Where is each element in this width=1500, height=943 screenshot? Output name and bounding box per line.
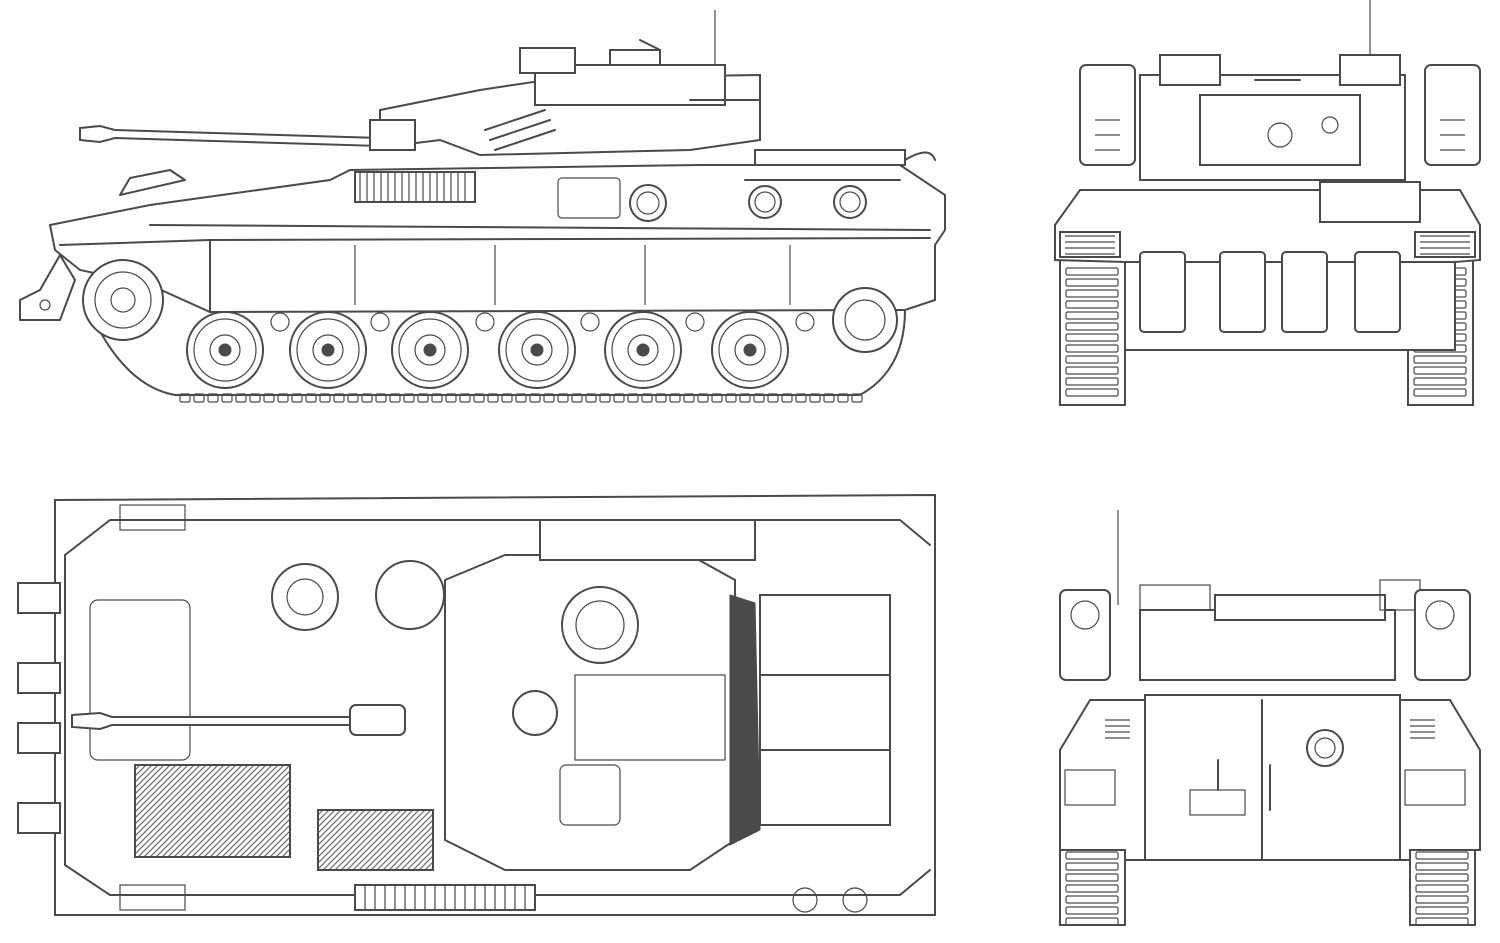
track-link bbox=[655, 393, 667, 403]
track-link bbox=[1413, 377, 1467, 386]
track-link bbox=[193, 393, 205, 403]
rear-view bbox=[1050, 510, 1490, 930]
track-link bbox=[277, 393, 289, 403]
track-link bbox=[1065, 355, 1119, 364]
track-link bbox=[683, 393, 695, 403]
track-link bbox=[263, 393, 275, 403]
side-view bbox=[0, 0, 960, 420]
track-link bbox=[1065, 917, 1119, 926]
track-link bbox=[851, 393, 863, 403]
track-link bbox=[1065, 906, 1119, 915]
track-link bbox=[1065, 333, 1119, 342]
track-link bbox=[1415, 851, 1469, 860]
track-link bbox=[333, 393, 345, 403]
track-link bbox=[529, 393, 541, 403]
track-link bbox=[319, 393, 331, 403]
track-link bbox=[1415, 895, 1469, 904]
track-link bbox=[473, 393, 485, 403]
track-link bbox=[1413, 355, 1467, 364]
track-link bbox=[837, 393, 849, 403]
track-link bbox=[1413, 366, 1467, 375]
track-link bbox=[487, 393, 499, 403]
track-link bbox=[389, 393, 401, 403]
track-link bbox=[1415, 906, 1469, 915]
track-link bbox=[249, 393, 261, 403]
track-link bbox=[739, 393, 751, 403]
track-link bbox=[767, 393, 779, 403]
track-link bbox=[417, 393, 429, 403]
track-link bbox=[641, 393, 653, 403]
track-link bbox=[571, 393, 583, 403]
track-link bbox=[305, 393, 317, 403]
track-link bbox=[711, 393, 723, 403]
track-link bbox=[543, 393, 555, 403]
track-link bbox=[1413, 388, 1467, 397]
track-link bbox=[221, 393, 233, 403]
track-link bbox=[1415, 884, 1469, 893]
track-link bbox=[599, 393, 611, 403]
track-link bbox=[1065, 895, 1119, 904]
track-link bbox=[1065, 311, 1119, 320]
top-view bbox=[0, 485, 960, 930]
track-link bbox=[207, 393, 219, 403]
track-link bbox=[1065, 862, 1119, 871]
front-view bbox=[1050, 0, 1490, 420]
track-link bbox=[347, 393, 359, 403]
track-link bbox=[697, 393, 709, 403]
track-link bbox=[431, 393, 443, 403]
track-link bbox=[1065, 344, 1119, 353]
track-link bbox=[291, 393, 303, 403]
track-link bbox=[1065, 322, 1119, 331]
track-link bbox=[1065, 267, 1119, 276]
track-link bbox=[179, 393, 191, 403]
track-link bbox=[725, 393, 737, 403]
track-link bbox=[823, 393, 835, 403]
track-link bbox=[1415, 873, 1469, 882]
track-link bbox=[375, 393, 387, 403]
track-link bbox=[795, 393, 807, 403]
track-link bbox=[557, 393, 569, 403]
track-link bbox=[1065, 289, 1119, 298]
track-link bbox=[1065, 278, 1119, 287]
track-link bbox=[809, 393, 821, 403]
track-link bbox=[1065, 366, 1119, 375]
track-link bbox=[1065, 884, 1119, 893]
track-link bbox=[235, 393, 247, 403]
track-link bbox=[1415, 862, 1469, 871]
track-link bbox=[1065, 851, 1119, 860]
track-link bbox=[501, 393, 513, 403]
track-link bbox=[361, 393, 373, 403]
track-link bbox=[753, 393, 765, 403]
track-link bbox=[1065, 300, 1119, 309]
track-link bbox=[613, 393, 625, 403]
track-link bbox=[585, 393, 597, 403]
track-link bbox=[1065, 873, 1119, 882]
track-link bbox=[627, 393, 639, 403]
track-link bbox=[669, 393, 681, 403]
track-link bbox=[1065, 377, 1119, 386]
track-link bbox=[1415, 917, 1469, 926]
track-link bbox=[781, 393, 793, 403]
track-link bbox=[515, 393, 527, 403]
track-link bbox=[403, 393, 415, 403]
track-link bbox=[459, 393, 471, 403]
track-link bbox=[1065, 388, 1119, 397]
track-link bbox=[445, 393, 457, 403]
